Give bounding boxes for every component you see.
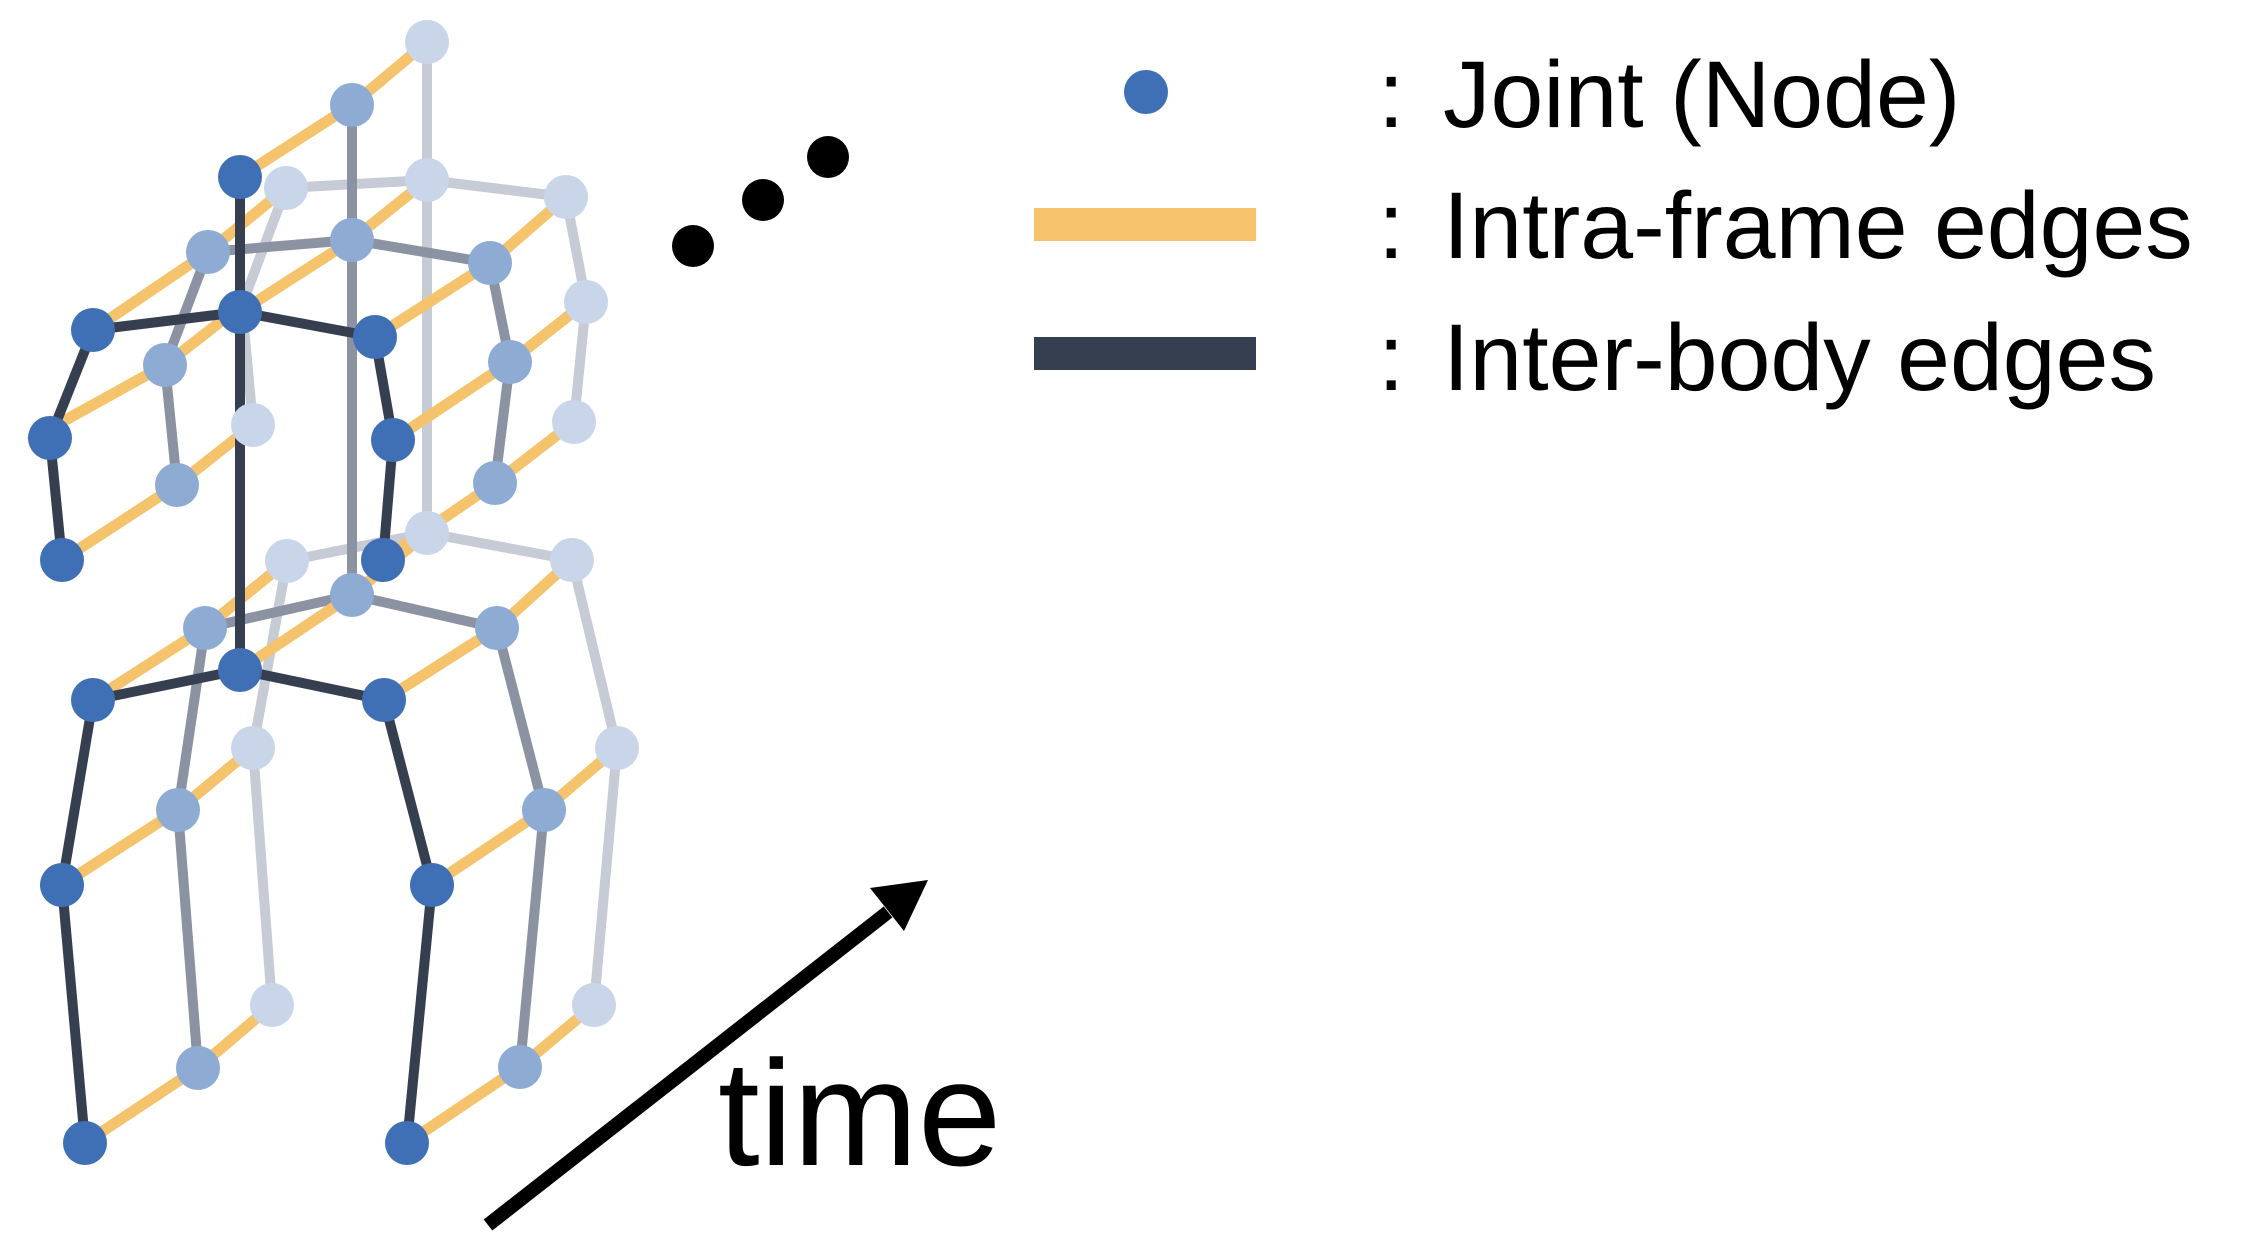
arrow-up-right-icon <box>483 880 928 1231</box>
time-label: time <box>718 1029 1001 1197</box>
joints-front <box>28 155 454 1165</box>
legend-separator-intra: : <box>1378 173 1404 279</box>
joints-middle <box>143 83 566 1090</box>
legend-intra-label: Intra-frame edges <box>1443 173 2193 279</box>
legend-joint-label: Joint (Node) <box>1443 42 1960 148</box>
legend: : Joint (Node) : Intra-frame edges : Int… <box>1034 42 2193 411</box>
legend-separator-joint: : <box>1378 42 1404 148</box>
legend-intra-swatch <box>1034 208 1256 241</box>
frame-front <box>45 172 437 1148</box>
legend-inter-label: Inter-body edges <box>1443 305 2156 411</box>
legend-joint-marker <box>1124 70 1168 114</box>
legend-inter-swatch <box>1034 337 1256 370</box>
joints-back <box>231 20 639 1027</box>
legend-separator-inter: : <box>1378 305 1404 411</box>
three-dots-icon <box>672 136 849 267</box>
